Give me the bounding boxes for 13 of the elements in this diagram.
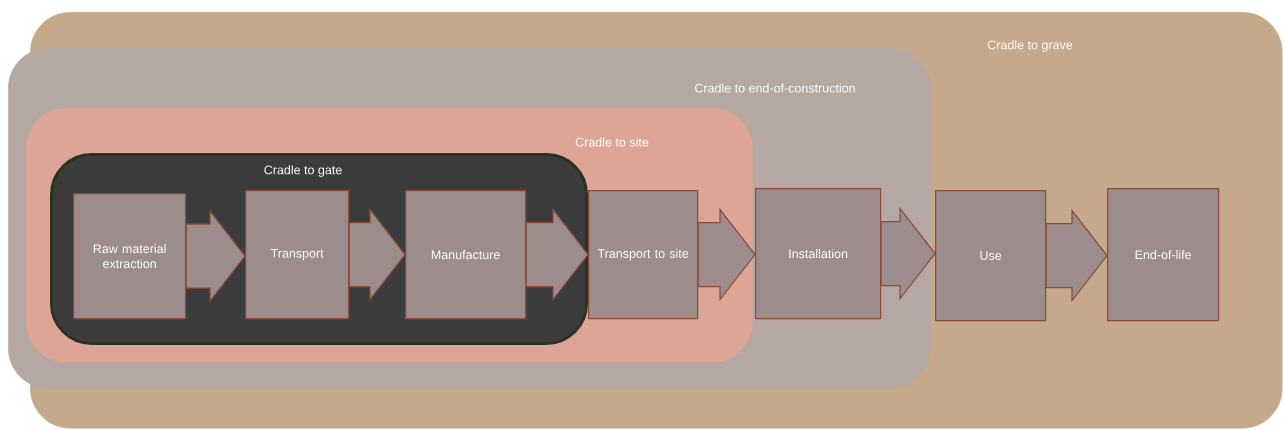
stage-box: Transport (245, 190, 350, 320)
stage-box: Manufacture (405, 190, 527, 320)
stage-box: Transport to site (588, 190, 699, 320)
stage-box: Installation (755, 188, 882, 320)
stage-box: Use (935, 190, 1047, 322)
stage-box: Raw material extraction (73, 193, 187, 320)
block-arrow (525, 207, 589, 302)
block-arrow (348, 207, 406, 302)
block-arrow (697, 207, 756, 302)
block-arrow (1045, 208, 1108, 303)
block-arrow (880, 206, 936, 301)
block-arrow (185, 209, 246, 303)
stage-box: End-of-life (1107, 188, 1220, 322)
